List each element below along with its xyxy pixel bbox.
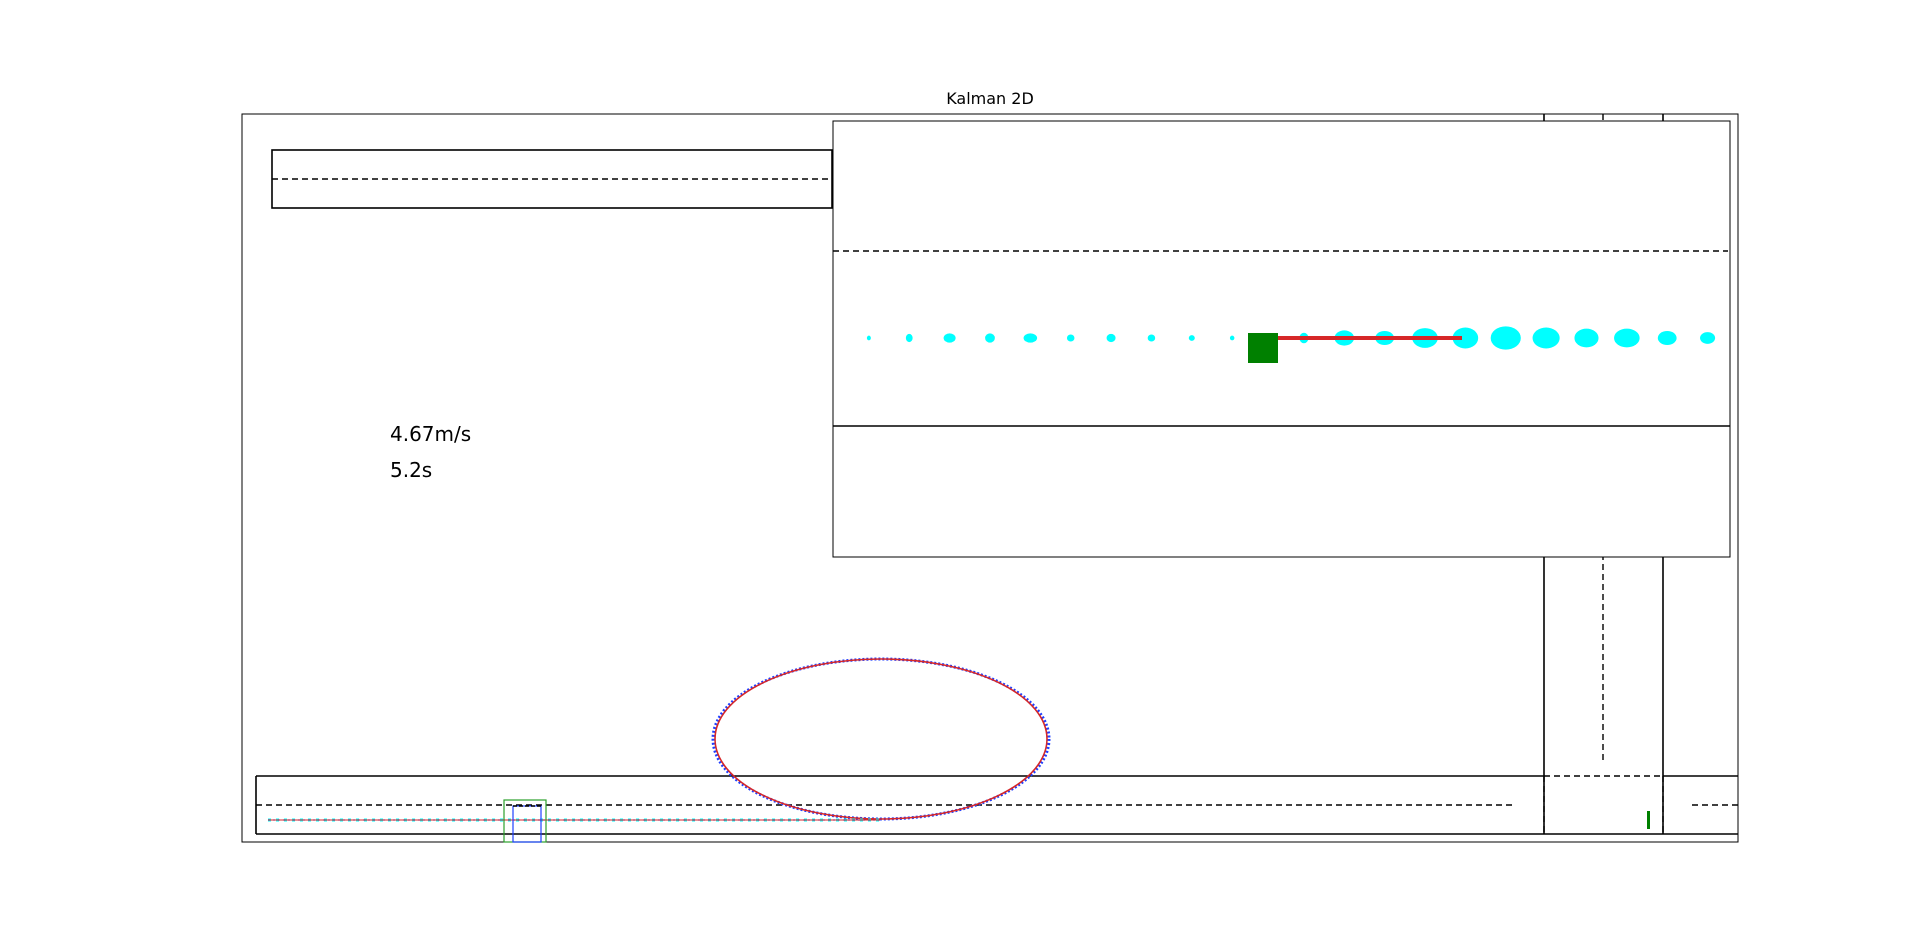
covariance-ellipse-7 — [1147, 334, 1156, 342]
covariance-ellipse-5 — [1066, 334, 1075, 342]
covariance-ellipse-1 — [905, 333, 913, 343]
covariance-ellipse-16 — [1490, 326, 1521, 350]
vehicle-marker-main — [1647, 811, 1650, 829]
covariance-ellipse-18 — [1574, 328, 1599, 348]
covariance-ellipse-17 — [1532, 327, 1560, 349]
covariance-ellipse-9 — [1229, 335, 1235, 341]
inset-zoom-view — [832, 120, 1731, 558]
covariance-ellipse-8 — [1188, 335, 1195, 341]
covariance-ellipse-15 — [1452, 327, 1479, 349]
covariance-ellipse-2 — [943, 333, 956, 343]
inset-vehicle — [1248, 333, 1278, 363]
speed-readout: 4.67m/s — [390, 422, 471, 446]
covariance-ellipse-6 — [1106, 333, 1116, 343]
main-plot-area — [255, 114, 1738, 843]
covariance-ellipse-3 — [985, 333, 995, 343]
covariance-ellipse-20 — [1657, 331, 1677, 345]
covariance-ellipse-21 — [1700, 332, 1716, 344]
covariance-ellipse-19 — [1614, 328, 1640, 348]
estimate-oval-path — [714, 658, 1048, 820]
figure-title: Kalman 2D — [946, 89, 1034, 108]
covariance-ellipse-4 — [1023, 333, 1038, 343]
time-readout: 5.2s — [390, 458, 432, 482]
covariance-ellipse-0 — [866, 335, 871, 341]
